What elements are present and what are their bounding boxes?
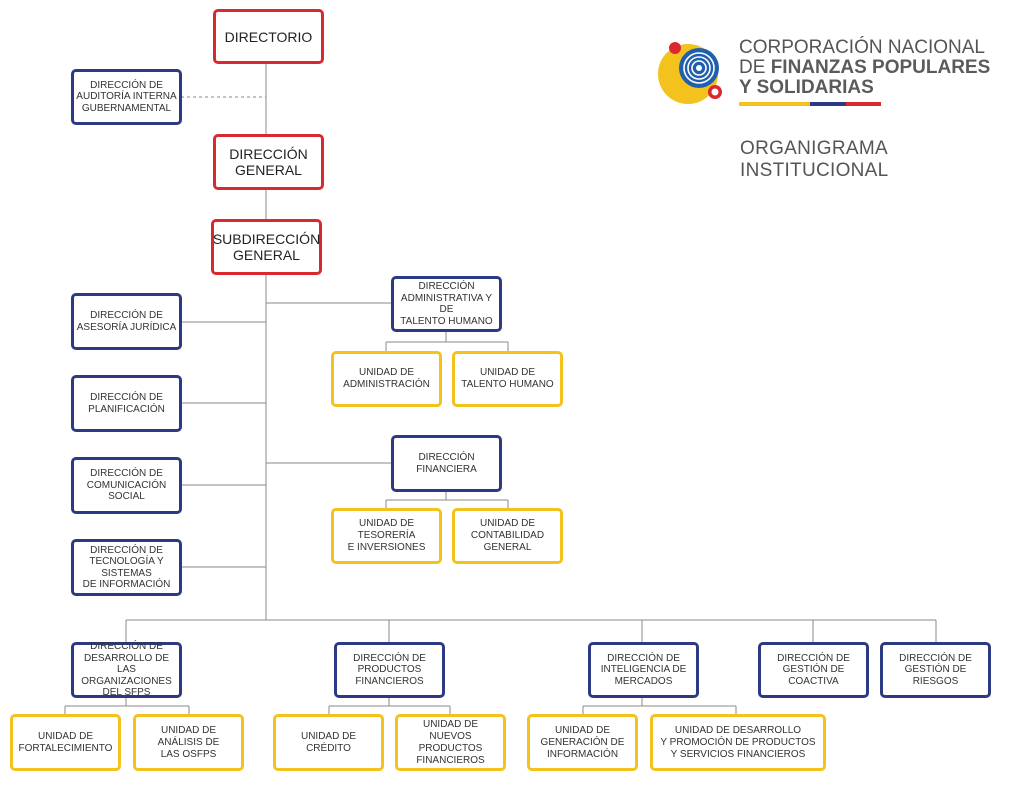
node-asesoria-juridica: DIRECCIÓN DE ASESORÍA JURÍDICA — [71, 293, 182, 350]
node-financiera: DIRECCIÓN FINANCIERA — [391, 435, 502, 492]
node-tecnologia: DIRECCIÓN DE TECNOLOGÍA Y SISTEMAS DE IN… — [71, 539, 182, 596]
node-productos-financieros: DIRECCIÓN DE PRODUCTOS FINANCIEROS — [334, 642, 445, 698]
cnfps-logo — [655, 34, 725, 115]
node-label: UNIDAD DE ADMINISTRACIÓN — [343, 367, 430, 390]
node-label: UNIDAD DE ANÁLISIS DE LAS OSFPS — [157, 724, 220, 760]
node-unidad-talento-humano: UNIDAD DE TALENTO HUMANO — [452, 351, 563, 407]
org-name-line2-prefix: DE — [739, 57, 771, 78]
node-label: DIRECCIÓN DE GESTIÓN DE RIESGOS — [899, 652, 972, 687]
node-label: DIRECCIÓN GENERAL — [229, 146, 308, 178]
node-label: DIRECTORIO — [224, 28, 313, 45]
node-inteligencia-mercados: DIRECCIÓN DE INTELIGENCIA DE MERCADOS — [588, 642, 699, 698]
node-desarrollo-organizaciones: DIRECCIÓN DE DESARROLLO DE LAS ORGANIZAC… — [71, 641, 182, 699]
page-title: ORGANIGRAMA INSTITUCIONAL — [740, 138, 889, 181]
node-planificacion: DIRECCIÓN DE PLANIFICACIÓN — [71, 375, 182, 432]
node-administrativa: DIRECCIÓN ADMINISTRATIVA Y DE TALENTO HU… — [391, 276, 502, 332]
node-label: UNIDAD DE GENERACIÓN DE INFORMACIÓN — [540, 724, 625, 760]
node-unidad-contabilidad: UNIDAD DE CONTABILIDAD GENERAL — [452, 508, 563, 564]
node-label: UNIDAD DE TESORERÍA E INVERSIONES — [347, 518, 426, 553]
node-auditoria-interna: DIRECCIÓN DE AUDITORÍA INTERNA GUBERNAME… — [71, 69, 182, 125]
organization-name: CORPORACIÓN NACIONAL DE FINANZAS POPULAR… — [739, 38, 990, 98]
node-unidad-analisis: UNIDAD DE ANÁLISIS DE LAS OSFPS — [133, 714, 244, 771]
node-gestion-coactiva: DIRECCIÓN DE GESTIÓN DE COACTIVA — [758, 642, 869, 698]
org-name-line3-bold: Y SOLIDARIAS — [739, 77, 874, 98]
node-unidad-desarrollo-promocion: UNIDAD DE DESARROLLO Y PROMOCIÓN DE PROD… — [650, 714, 826, 771]
node-label: UNIDAD DE NUEVOS PRODUCTOS FINANCIEROS — [416, 718, 485, 766]
org-name-line3: Y SOLIDARIAS — [739, 78, 990, 98]
org-name-line2: DE FINANZAS POPULARES — [739, 58, 990, 78]
node-label: DIRECCIÓN DE COMUNICACIÓN SOCIAL — [86, 468, 167, 503]
node-label: UNIDAD DE DESARROLLO Y PROMOCIÓN DE PROD… — [660, 724, 816, 760]
flag-blue — [810, 102, 846, 106]
node-label: DIRECCIÓN ADMINISTRATIVA Y DE TALENTO HU… — [400, 281, 493, 327]
flag-yellow — [739, 102, 810, 106]
node-unidad-tesoreria: UNIDAD DE TESORERÍA E INVERSIONES — [331, 508, 442, 564]
node-label: DIRECCIÓN DE ASESORÍA JURÍDICA — [76, 310, 177, 333]
node-label: DIRECCIÓN DE GESTIÓN DE COACTIVA — [777, 652, 850, 687]
node-unidad-fortalecimiento: UNIDAD DE FORTALECIMIENTO — [10, 714, 121, 771]
node-label: DIRECCIÓN DE INTELIGENCIA DE MERCADOS — [600, 652, 687, 687]
node-label: DIRECCIÓN DE TECNOLOGÍA Y SISTEMAS DE IN… — [82, 544, 171, 591]
node-unidad-nuevos-productos: UNIDAD DE NUEVOS PRODUCTOS FINANCIEROS — [395, 714, 506, 771]
org-name-line2-bold: FINANZAS POPULARES — [770, 57, 991, 78]
node-label: DIRECCIÓN DE DESARROLLO DE LAS ORGANIZAC… — [81, 641, 172, 699]
flag-red — [846, 102, 881, 106]
node-unidad-generacion-informacion: UNIDAD DE GENERACIÓN DE INFORMACIÓN — [527, 714, 638, 771]
node-label: DIRECCIÓN FINANCIERA — [416, 452, 477, 475]
node-label: DIRECCIÓN DE PRODUCTOS FINANCIEROS — [353, 652, 426, 687]
node-label: UNIDAD DE TALENTO HUMANO — [461, 367, 554, 390]
node-gestion-riesgos: DIRECCIÓN DE GESTIÓN DE RIESGOS — [880, 642, 991, 698]
node-unidad-administracion: UNIDAD DE ADMINISTRACIÓN — [331, 351, 442, 407]
node-direccion-general: DIRECCIÓN GENERAL — [213, 134, 324, 190]
node-directorio: DIRECTORIO — [213, 9, 324, 64]
node-label: DIRECCIÓN DE AUDITORÍA INTERNA GUBERNAME… — [76, 79, 177, 114]
node-label: DIRECCIÓN DE PLANIFICACIÓN — [88, 392, 165, 415]
node-subdireccion-general: SUBDIRECCIÓN GENERAL — [211, 219, 322, 275]
node-label: UNIDAD DE CRÉDITO — [300, 730, 356, 754]
org-name-line1: CORPORACIÓN NACIONAL — [739, 37, 985, 58]
flag-stripe — [739, 102, 881, 106]
node-label: UNIDAD DE FORTALECIMIENTO — [18, 730, 113, 754]
logo-emblem-icon — [658, 42, 722, 104]
node-label: SUBDIRECCIÓN GENERAL — [212, 231, 321, 263]
node-comunicacion-social: DIRECCIÓN DE COMUNICACIÓN SOCIAL — [71, 457, 182, 514]
node-label: UNIDAD DE CONTABILIDAD GENERAL — [470, 518, 545, 553]
node-unidad-credito: UNIDAD DE CRÉDITO — [273, 714, 384, 771]
